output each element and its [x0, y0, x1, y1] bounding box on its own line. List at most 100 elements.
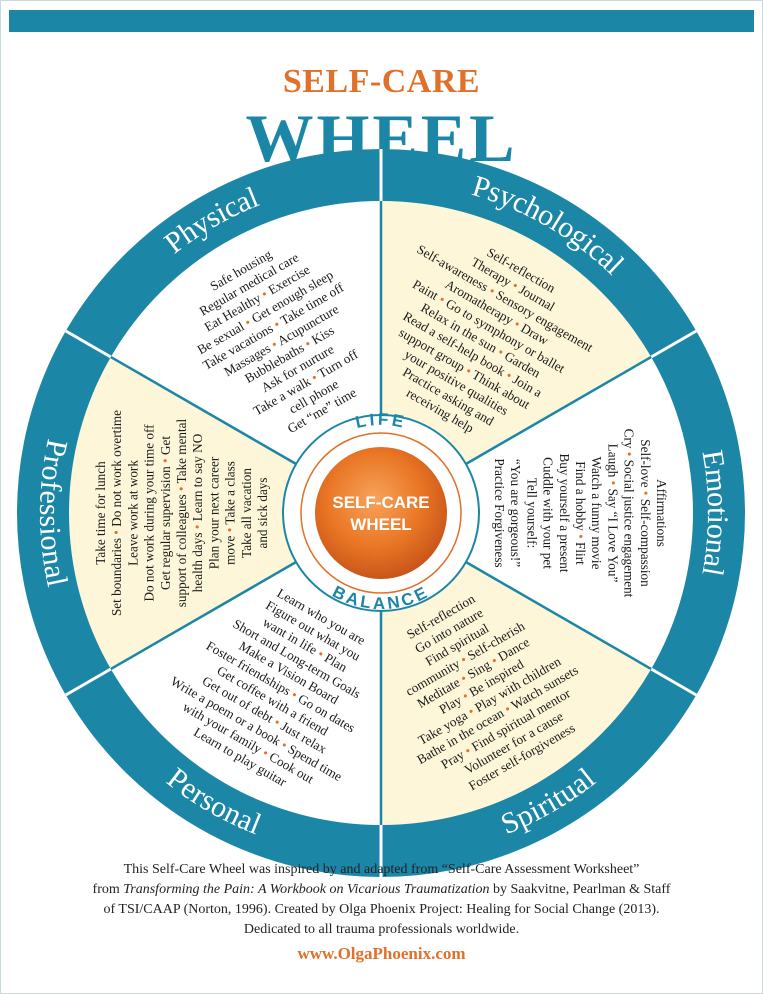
activity-item: Social justice engagement [622, 460, 637, 598]
activity-line: Watch a funny movie [589, 457, 604, 570]
footer-line-2-post: by Saakvitne, Pearlman & Staff [489, 882, 671, 897]
activity-line: Practice Forgiveness [492, 458, 507, 567]
segment-physical-background [110, 201, 381, 464]
activity-line: Get regular supervision • Get [158, 436, 173, 590]
segment-personal-background [110, 562, 381, 825]
activity-line: move • Take a class [223, 461, 238, 565]
center-orb [315, 447, 447, 579]
footer-credits: This Self-Care Wheel was inspired by and… [30, 860, 733, 964]
segment-label-text: Emotional [696, 448, 735, 579]
activity-item: Do not work overtime [109, 410, 124, 527]
bullet-dot: • [573, 531, 588, 542]
website-link[interactable]: www.OlgaPhoenix.com [297, 944, 466, 963]
activity-line: Take all vacation [239, 468, 254, 558]
activity-line: support of colleagues • Take mental [174, 418, 189, 607]
footer-line-2-pre: from [92, 882, 124, 897]
activity-item: Self-compassion [638, 499, 653, 587]
activity-line: Do not work during your time off [142, 424, 157, 602]
center-title-line-1: SELF-CARE [332, 493, 429, 512]
activity-item: Take mental [174, 418, 189, 483]
activity-item: Cuddle with your pet [541, 457, 556, 569]
top-banner-bar [9, 10, 754, 32]
life-word: LIFE [354, 410, 408, 432]
activity-item: Take all vacation [239, 468, 254, 558]
life-word-text: LIFE [354, 410, 405, 432]
ring-divider [65, 667, 112, 697]
activity-item: “You are gorgeous!” [508, 459, 523, 567]
activity-item: Cry [622, 429, 637, 449]
activity-line: Cry • Social justice engagement [622, 429, 637, 598]
footer-line-1: This Self-Care Wheel was inspired by and… [123, 862, 640, 877]
activity-item: Take a class [223, 461, 238, 525]
footer-line-4: Dedicated to all trauma professionals wo… [243, 922, 520, 937]
activity-line: Self-love • Self-compassion [638, 439, 653, 587]
activity-item: Self-love [638, 439, 653, 487]
segment-professional-background [68, 357, 297, 669]
footer-line-2: from Transforming the Pain: A Workbook o… [30, 880, 733, 900]
activity-line: Tell yourself: [524, 478, 539, 549]
activity-item: and sick days [255, 477, 270, 548]
activity-item: Say “I Love You” [605, 489, 620, 583]
ring-divider [650, 667, 697, 697]
activity-line: “You are gorgeous!” [508, 459, 523, 567]
activity-item: Learn to say NO [190, 434, 205, 522]
activity-line: health days • Learn to say NO [190, 434, 205, 592]
bullet-dot: • [638, 488, 653, 499]
activity-item: Tell yourself: [524, 478, 539, 549]
bullet-dot: • [190, 521, 205, 532]
activity-line: Buy yourself a present [557, 453, 572, 572]
footer-line-3: of TSI/CAAP (Norton, 1996). Created by O… [103, 902, 660, 917]
bullet-dot: • [174, 483, 189, 494]
segment-spiritual-background [381, 562, 652, 825]
activity-line: and sick days [255, 477, 270, 548]
bullet-dot: • [158, 455, 173, 466]
activity-item: Leave work at work [125, 460, 140, 566]
activity-line: Plan your next career [206, 456, 221, 569]
activity-item: Find a hobby [573, 461, 588, 531]
activity-item: move [223, 535, 238, 564]
activity-line: Find a hobby • Flirt [573, 461, 588, 565]
activity-item: Take time for lunch [93, 461, 108, 565]
ring-divider [65, 329, 112, 359]
activity-item: Do not work during your time off [142, 424, 157, 602]
center-title-line-2: WHEEL [350, 515, 411, 534]
activity-line: Cuddle with your pet [541, 457, 556, 569]
activity-item: support of colleagues [174, 494, 189, 607]
bullet-dot: • [223, 525, 238, 536]
activity-line: Leave work at work [125, 460, 140, 566]
activity-item: Buy yourself a present [557, 453, 572, 572]
segment-emotional-background [465, 357, 693, 669]
bullet-dot: • [605, 477, 620, 488]
bullet-dot: • [109, 527, 124, 538]
title-line-1: SELF-CARE [282, 63, 481, 100]
activity-item: Practice Forgiveness [492, 458, 507, 567]
footer-book-title: Transforming the Pain: A Workbook on Vic… [123, 882, 490, 897]
activity-item: Affirmations [654, 479, 669, 547]
activity-line: Set boundaries • Do not work overtime [109, 410, 124, 616]
activity-item: health days [190, 533, 205, 593]
activity-item: Plan your next career [206, 456, 221, 569]
activity-item: Set boundaries [109, 538, 124, 616]
activity-item: Get [158, 436, 173, 455]
segment-emotional-label: Emotional [696, 448, 735, 579]
activity-item: Get regular supervision [158, 466, 173, 590]
segment-psychological-background [381, 201, 652, 464]
activity-item: Flirt [573, 542, 588, 565]
ring-divider [650, 329, 697, 359]
activity-item: Laugh [605, 444, 620, 478]
activity-item: Watch a funny movie [589, 457, 604, 570]
activity-line: Laugh • Say “I Love You” [605, 444, 620, 583]
activity-line: Affirmations [654, 479, 669, 547]
bullet-dot: • [622, 448, 637, 459]
hub-inner-ring [300, 432, 462, 594]
activity-line: Take time for lunch [93, 461, 108, 565]
